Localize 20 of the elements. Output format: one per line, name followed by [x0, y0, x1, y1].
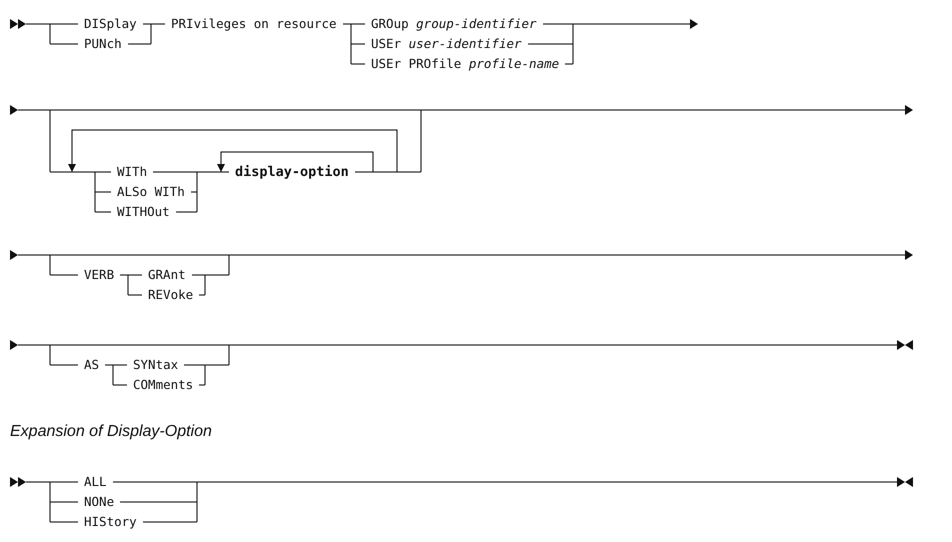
syntax-keyword: DISplay	[84, 16, 137, 32]
syntax-keyword: VERB	[84, 267, 114, 283]
syntax-keyword: COMments	[133, 377, 194, 393]
syntax-keyword: SYNtax	[133, 357, 178, 373]
syntax-keyword: PRIvileges on resource	[171, 16, 337, 32]
syntax-parameter: display-option	[235, 164, 349, 180]
syntax-keyword: USEr user-identifier	[371, 36, 522, 52]
syntax-keyword: ALSo WITh	[117, 184, 185, 200]
syntax-keyword: PUNch	[84, 36, 122, 52]
syntax-keyword: GRAnt	[148, 267, 186, 283]
syntax-keyword: WITHOut	[117, 204, 170, 220]
syntax-keyword: ALL	[84, 474, 107, 490]
syntax-keyword: GROup group-identifier	[371, 16, 537, 32]
syntax-keyword: WITh	[117, 164, 148, 180]
syntax-keyword: NONe	[84, 494, 114, 510]
section-heading: Expansion of Display-Option	[10, 422, 212, 442]
syntax-keyword: AS	[84, 357, 100, 373]
syntax-keyword: HIStory	[84, 514, 137, 530]
syntax-keyword: USEr PROfile profile-name	[371, 56, 560, 72]
syntax-keyword: REVoke	[148, 287, 194, 303]
